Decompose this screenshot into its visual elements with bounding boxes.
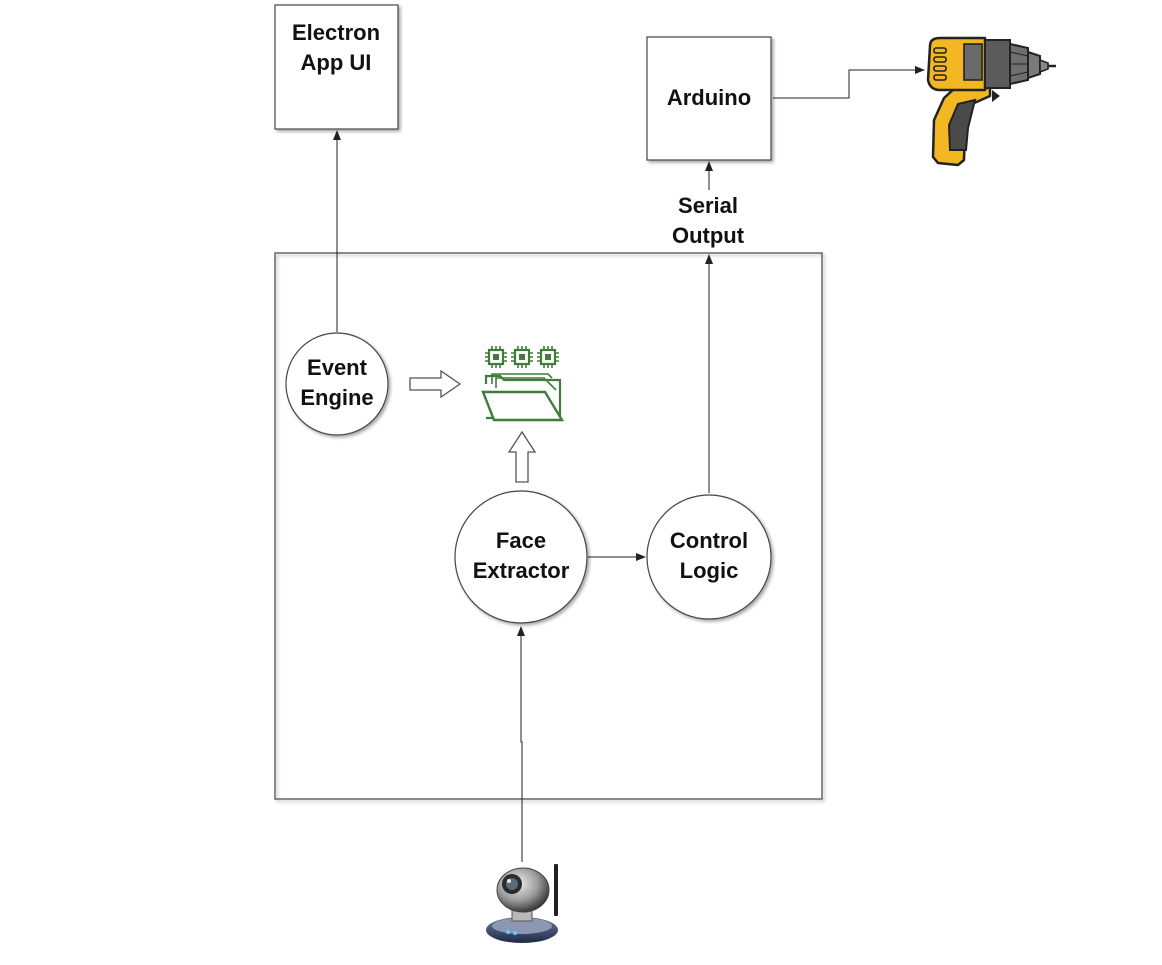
serial-output-label-line1: Serial: [678, 193, 738, 218]
control-logic-node[interactable]: Control Logic: [646, 494, 772, 620]
event-engine-label-line2: Engine: [300, 385, 373, 410]
event-engine-label-line1: Event: [307, 355, 368, 380]
hollow-arrow-right: [409, 369, 462, 399]
serial-output-label: Serial Output: [662, 190, 756, 250]
arduino-node[interactable]: Arduino: [646, 36, 772, 161]
electron-app-ui-node[interactable]: Electron App UI: [274, 4, 399, 130]
electron-app-ui-label-line1: Electron: [292, 20, 380, 45]
ip-camera-icon: [486, 864, 558, 943]
arduino-label: Arduino: [667, 85, 751, 110]
edge-arduino-to-drill: [773, 66, 925, 99]
control-logic-label-line1: Control: [670, 528, 748, 553]
event-engine-node[interactable]: Event Engine: [285, 332, 389, 436]
power-drill-icon: [926, 36, 1056, 167]
electron-app-ui-label-line2: App UI: [301, 50, 372, 75]
control-logic-label-line2: Logic: [680, 558, 739, 583]
system-boundary: [274, 252, 823, 800]
serial-output-label-line2: Output: [672, 223, 745, 248]
folder-with-chips-icon: [481, 346, 565, 422]
edge-camera-to-face-extractor: [517, 626, 525, 862]
face-extractor-label-line2: Extractor: [473, 558, 570, 583]
face-extractor-label-line1: Face: [496, 528, 546, 553]
hollow-arrow-up: [507, 430, 537, 483]
face-extractor-node[interactable]: Face Extractor: [454, 490, 588, 624]
